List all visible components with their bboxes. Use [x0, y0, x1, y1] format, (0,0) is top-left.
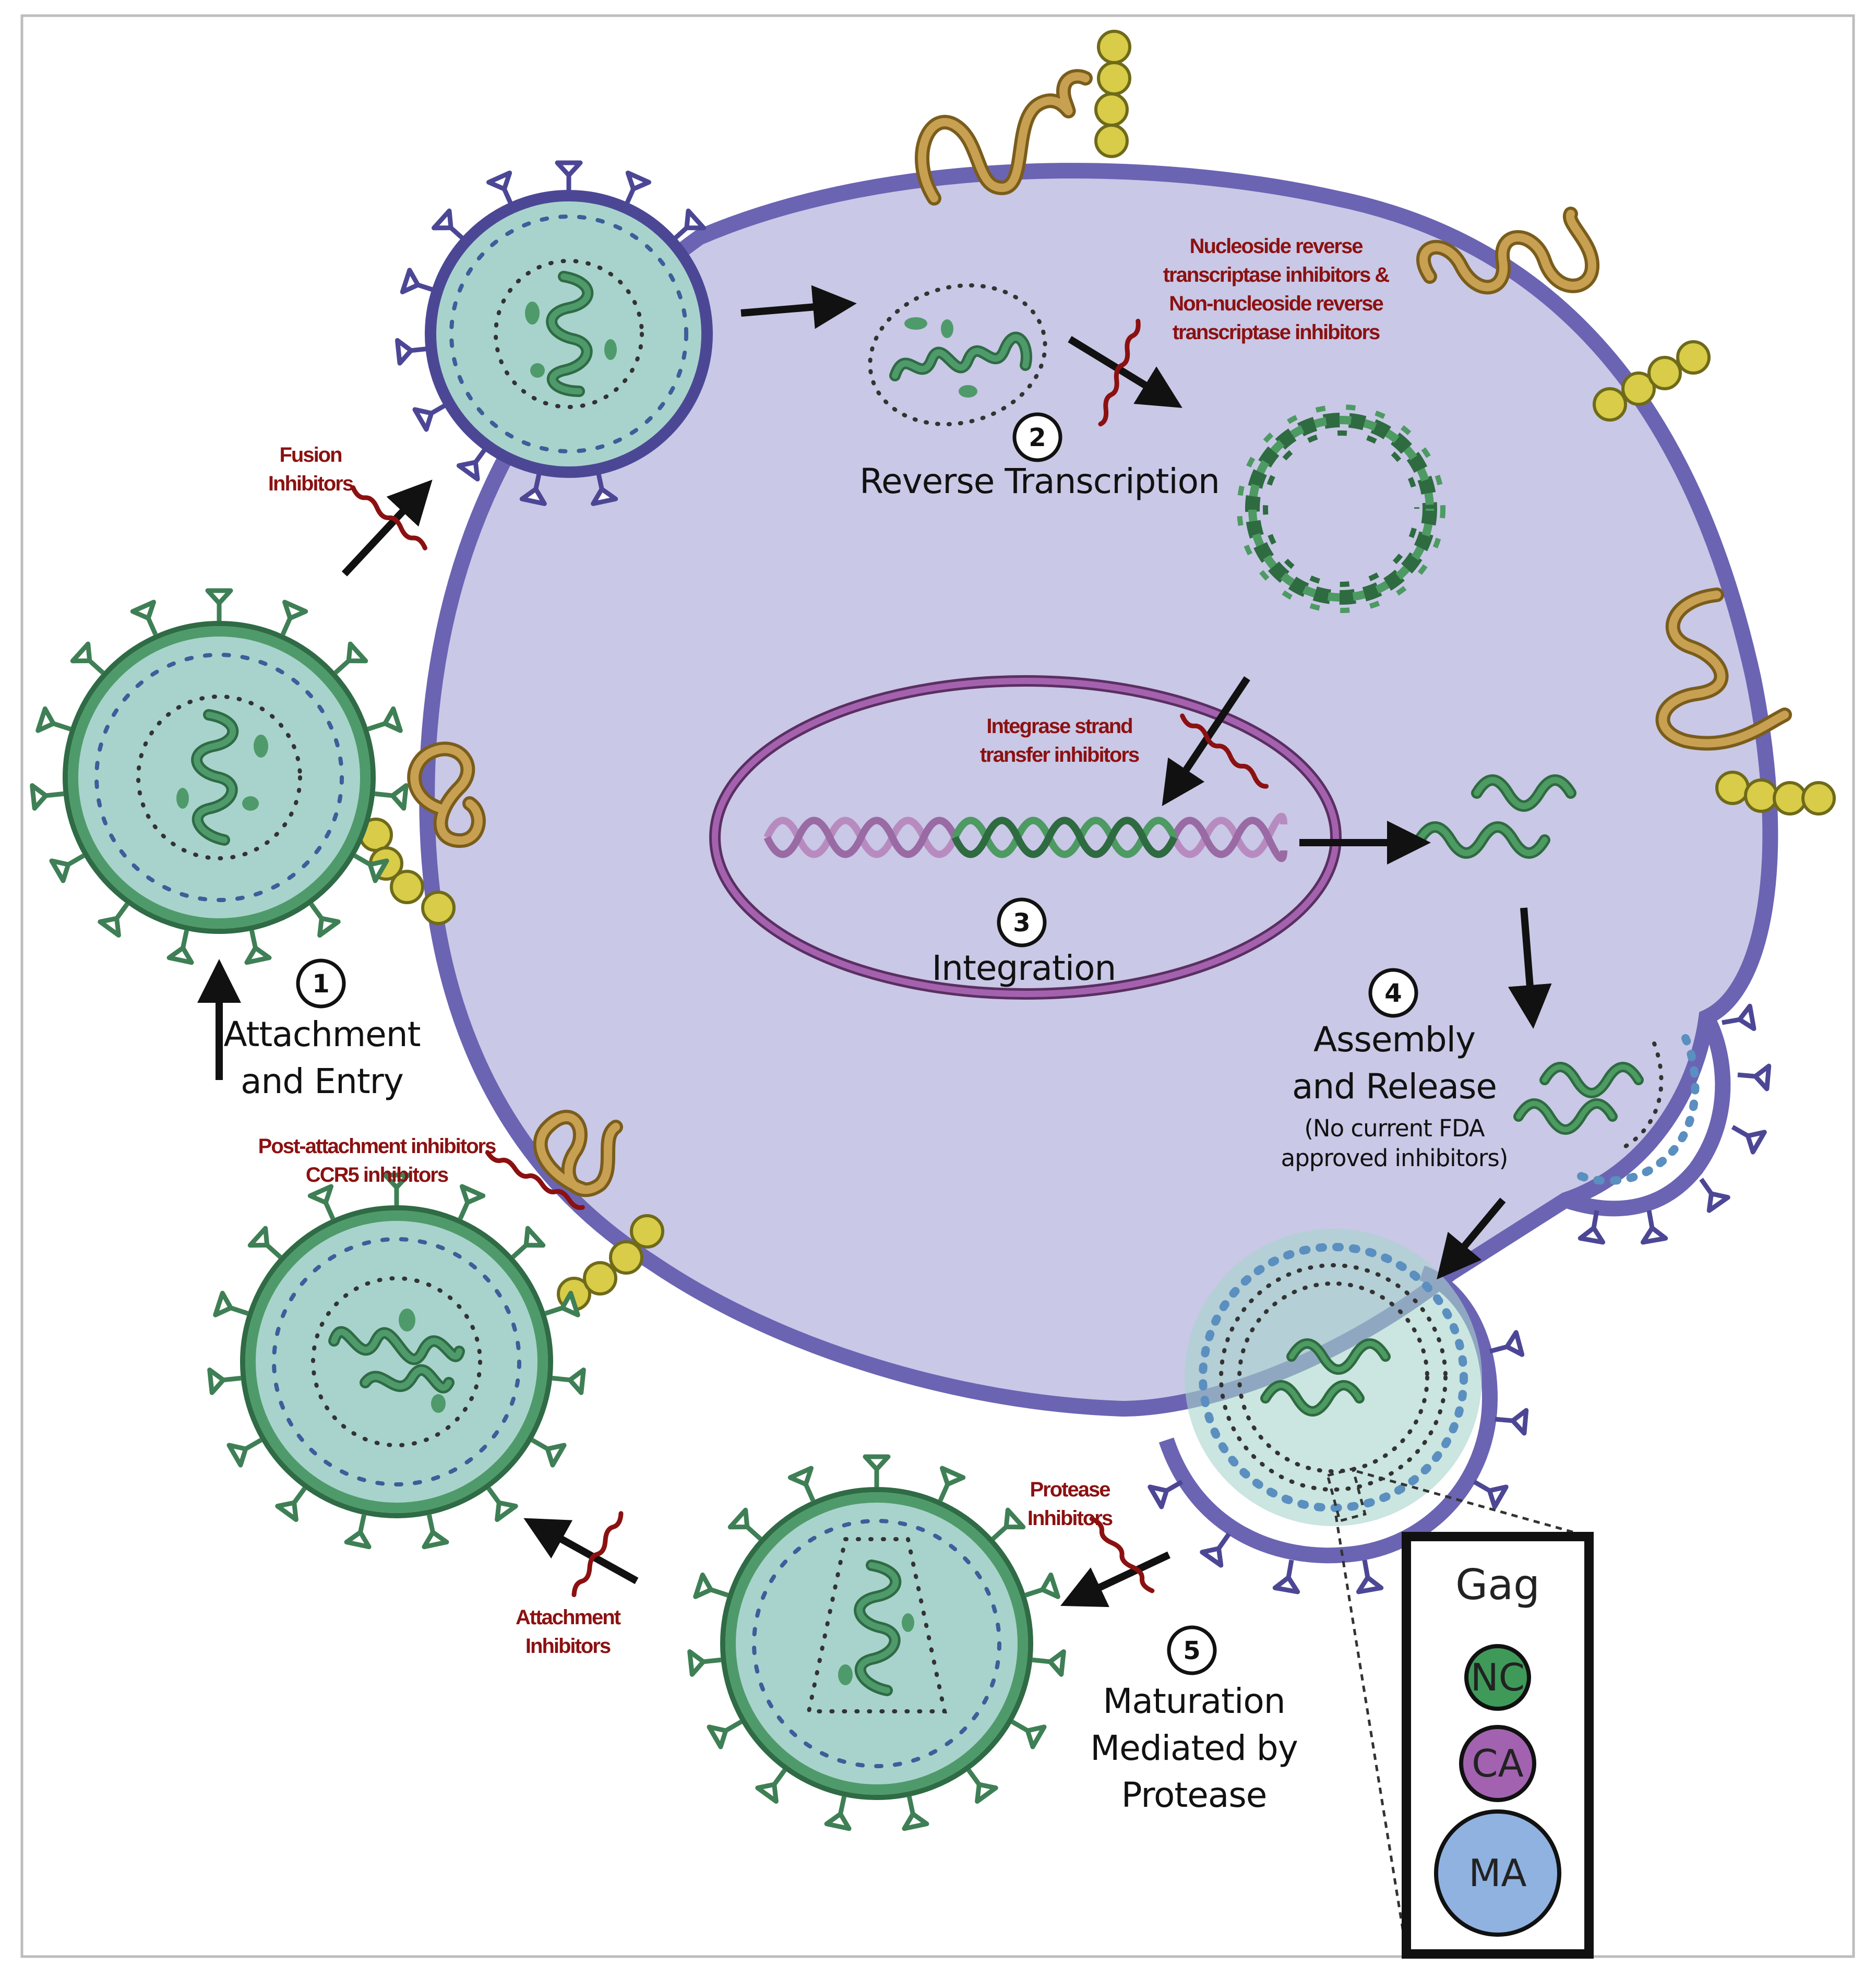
viral-rna-transcripts: [1414, 774, 1576, 859]
fusion-inhibitors-line2: Inhibitors: [268, 472, 353, 495]
gag-ca-circle: [1459, 1725, 1536, 1802]
gag-zoom-lines: [1326, 1467, 1590, 1952]
integrated-viral-dna-a: [951, 817, 1178, 858]
integrase-inhibitors-line1: Integrase strand: [986, 715, 1132, 738]
gag-ma-circle: [1434, 1809, 1561, 1937]
arrow-fusion: [341, 479, 433, 577]
step1-number: 1: [312, 969, 329, 999]
step4-note-line2: approved inhibitors): [1281, 1144, 1508, 1172]
inhibitor-blocks: [351, 318, 1269, 1598]
ccr5-inhibitors: CCR5 inhibitors: [306, 1164, 448, 1186]
arrow-assembly: [1508, 907, 1552, 1029]
coreceptors: [359, 30, 1836, 1311]
arrow-integration: [1162, 676, 1250, 806]
step2-number: 2: [1029, 423, 1046, 452]
virus-fusing: [397, 163, 713, 503]
budding-virion: [1150, 1229, 1526, 1592]
protease-inhibitors-line1: Protease: [1030, 1478, 1110, 1501]
integrated-viral-dna-b: [951, 817, 1178, 858]
gag-ca-label: CA: [1472, 1742, 1524, 1785]
virus-new-infection: [210, 1175, 584, 1547]
arrow-maturation: [1060, 1551, 1170, 1608]
gag-legend-title: Gag: [1455, 1561, 1540, 1609]
step5-number: 5: [1183, 1636, 1200, 1665]
step2-label: Reverse Transcription: [859, 461, 1220, 501]
step-number-badges: 1 2 3 4 5: [296, 412, 1418, 1675]
step1-label-line2: and Entry: [241, 1061, 403, 1101]
step3-number: 3: [1013, 908, 1030, 938]
process-arrows: [197, 285, 1552, 1608]
step1-label-line1: Attachment: [224, 1014, 421, 1054]
step5-label-line3: Protease: [1121, 1775, 1267, 1815]
step5-label-line1: Maturation: [1103, 1681, 1285, 1721]
attachment-inhibitors-line1: Attachment: [516, 1606, 621, 1629]
rt-inhibitors-line2: transcriptase inhibitors &: [1163, 263, 1390, 286]
step4-note-line1: (No current FDA: [1304, 1114, 1485, 1142]
step3-label: Integration: [932, 948, 1116, 988]
integrase-inhibitors-line2: transfer inhibitors: [980, 743, 1139, 766]
arrow-budding: [1437, 1197, 1506, 1280]
gag-ma-label: MA: [1468, 1851, 1526, 1895]
nucleus: [709, 675, 1342, 1000]
arrow-reinfection: [523, 1518, 639, 1585]
rt-inhibitors-line4: transcriptase inhibitors: [1173, 321, 1380, 344]
gag-nc-label: NC: [1471, 1656, 1525, 1699]
assembling-bud: [1513, 1006, 1769, 1242]
figure-frame: [20, 14, 1855, 1958]
step5-label-line2: Mediated by: [1090, 1728, 1298, 1768]
arrow-uncoating: [740, 285, 857, 329]
gag-legend: Gag NC CA MA: [1402, 1532, 1594, 1959]
gag-nc-circle: [1464, 1644, 1531, 1711]
rt-inhibitors-line1: Nucleoside reverse: [1190, 235, 1363, 258]
mature-virion: [690, 1457, 1064, 1829]
step4-label-line1: Assembly: [1313, 1020, 1475, 1060]
step4-number: 4: [1384, 979, 1402, 1008]
protease-inhibitors-line2: Inhibitors: [1027, 1507, 1113, 1530]
post-attachment-inhibitors: Post-attachment inhibitors: [258, 1135, 496, 1158]
attachment-inhibitors-line2: Inhibitors: [525, 1635, 611, 1658]
fusion-inhibitors-line1: Fusion: [279, 443, 341, 466]
rt-inhibitors-line3: Non-nucleoside reverse: [1169, 292, 1383, 315]
viral-dna-circle: [1237, 404, 1445, 613]
step4-label-line2: and Release: [1292, 1066, 1497, 1107]
virus-attaching: [32, 591, 407, 963]
uncoated-core: [868, 283, 1047, 427]
